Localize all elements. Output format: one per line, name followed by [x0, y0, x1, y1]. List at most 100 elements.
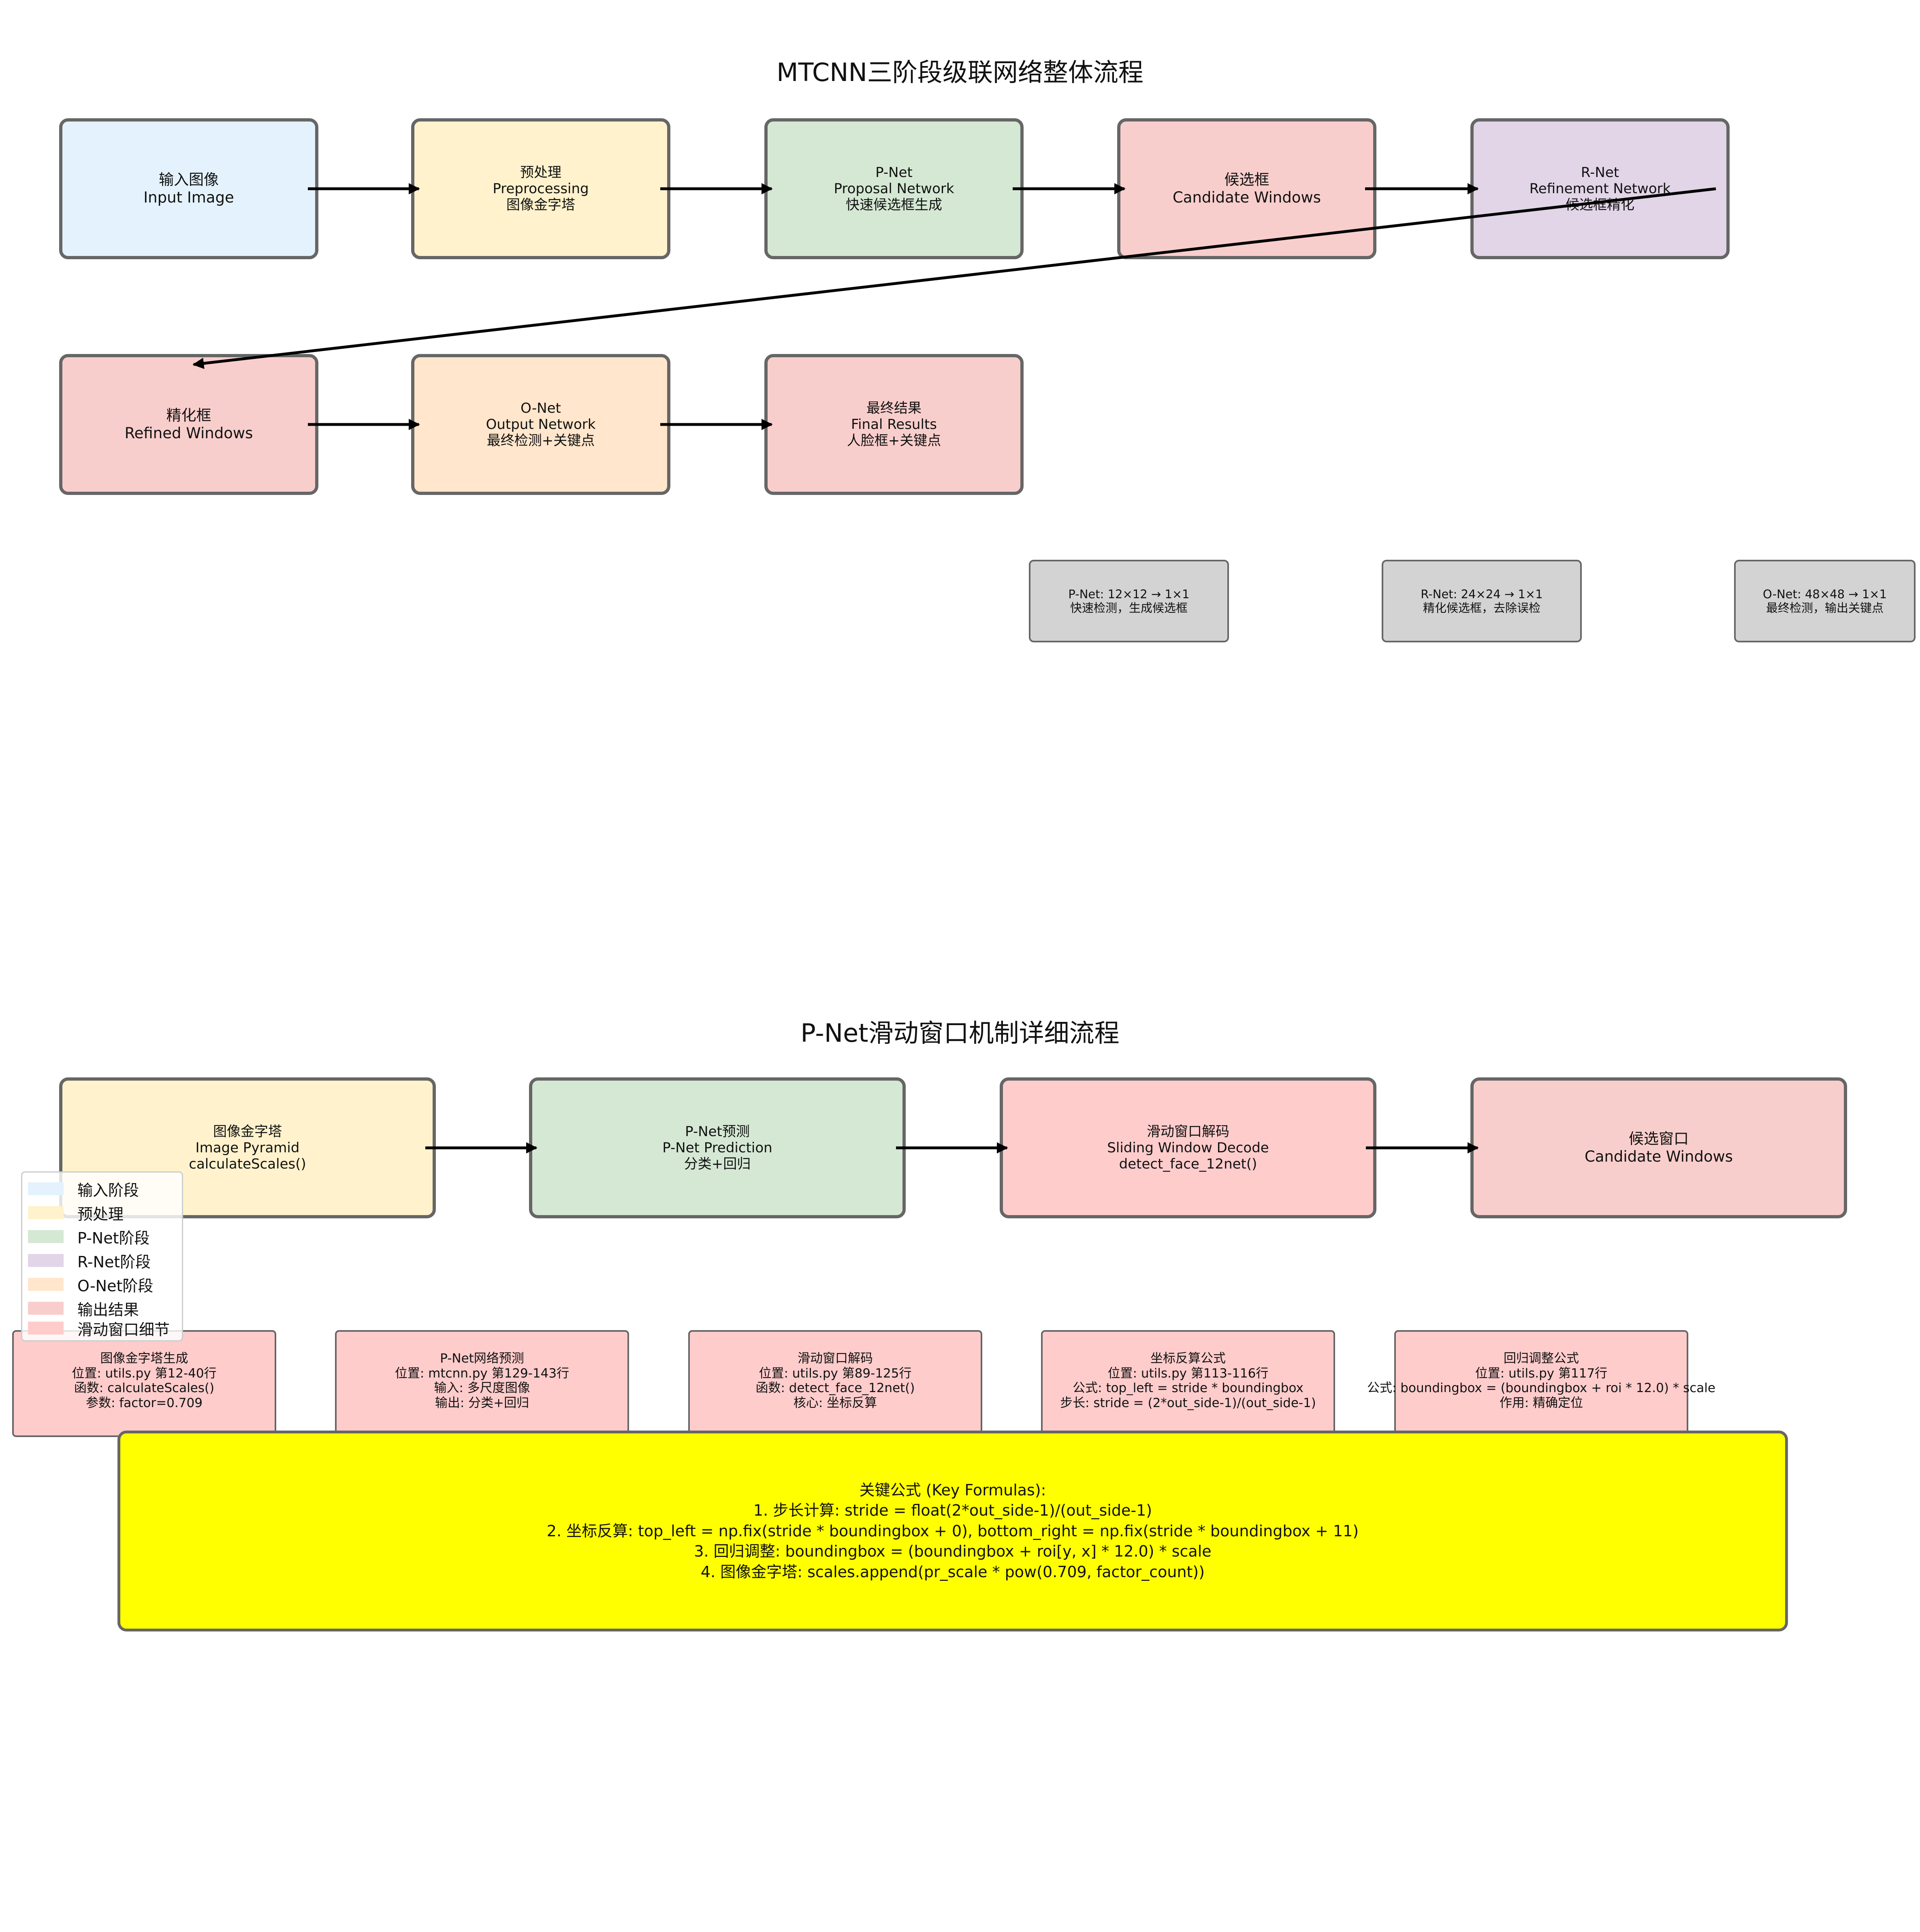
- legend-label: P-Net阶段: [77, 1229, 150, 1247]
- code-note-line: 公式: boundingbox = (boundingbox + roi * 1…: [1367, 1381, 1715, 1396]
- node-line: P-Net预测: [685, 1123, 750, 1140]
- code-note-line: 坐标反算公式: [1150, 1351, 1226, 1366]
- legend-item: R-Net阶段: [28, 1250, 151, 1271]
- diagram1-title: MTCNN三阶段级联网络整体流程: [777, 58, 1143, 87]
- node-line: 分类+回归: [684, 1156, 751, 1173]
- legend-label: 输出结果: [77, 1301, 139, 1319]
- code-note-line: 步长: stride = (2*out_side-1)/(out_side-1): [1060, 1395, 1316, 1410]
- code-note-line: 位置: utils.py 第113-116行: [1107, 1366, 1269, 1381]
- legend: 输入阶段 预处理 P-Net阶段 R-Net阶段 O-Net阶段 输出结果 滑动…: [21, 1171, 183, 1341]
- code-note-line: 滑动窗口解码: [798, 1351, 873, 1366]
- code-note-line: 核心: 坐标反算: [793, 1395, 877, 1410]
- code-note-line: P-Net网络预测: [440, 1351, 524, 1366]
- node-line: O-Net: [521, 400, 561, 416]
- node-image-pyramid: 图像金字塔 Image Pyramid calculateScales(): [59, 1077, 436, 1218]
- stats-pnet: P-Net: 12×12 → 1×1 快速检测，生成候选框: [1029, 560, 1229, 642]
- code-note-line: 回归调整公式: [1504, 1351, 1579, 1366]
- legend-item: 预处理: [28, 1202, 124, 1223]
- legend-label: 输入阶段: [77, 1181, 139, 1199]
- node-line: 输入图像: [159, 171, 219, 189]
- legend-swatch: [28, 1278, 64, 1291]
- code-note-line: 位置: utils.py 第117行: [1475, 1366, 1608, 1381]
- legend-swatch: [28, 1182, 64, 1195]
- node-line: Final Results: [851, 416, 937, 433]
- code-note-line: 位置: utils.py 第12-40行: [72, 1366, 217, 1381]
- node-line: R-Net: [1581, 164, 1619, 181]
- node-final-results: 最终结果 Final Results 人脸框+关键点: [764, 354, 1024, 495]
- node-pnet-prediction: P-Net预测 P-Net Prediction 分类+回归: [529, 1077, 906, 1218]
- node-refined-windows: 精化框 Refined Windows: [59, 354, 318, 495]
- code-note-line: 位置: utils.py 第89-125行: [759, 1366, 912, 1381]
- legend-swatch: [28, 1254, 64, 1267]
- legend-swatch: [28, 1322, 64, 1335]
- formula-line: 1. 步长计算: stride = float(2*out_side-1)/(o…: [753, 1501, 1152, 1520]
- node-line: P-Net Prediction: [662, 1139, 772, 1156]
- legend-label: O-Net阶段: [77, 1277, 154, 1295]
- node-line: calculateScales(): [189, 1156, 306, 1173]
- node-line: Candidate Windows: [1172, 189, 1321, 206]
- stats-line: 精化候选框，去除误检: [1423, 601, 1540, 615]
- legend-label: R-Net阶段: [77, 1253, 151, 1271]
- node-line: 图像金字塔: [506, 197, 575, 213]
- node-rnet: R-Net Refinement Network 候选框精化: [1470, 118, 1730, 259]
- node-line: Candidate Windows: [1584, 1148, 1733, 1165]
- code-note-line: 输出: 分类+回归: [435, 1395, 529, 1410]
- code-note-line: 图像金字塔生成: [100, 1351, 188, 1366]
- node-line: Refinement Network: [1529, 180, 1671, 197]
- node-candidate-windows: 候选框 Candidate Windows: [1117, 118, 1376, 259]
- legend-item: 滑动窗口细节: [28, 1318, 170, 1339]
- formula-line: 3. 回归调整: boundingbox = (boundingbox + ro…: [694, 1542, 1212, 1561]
- legend-item: 输入阶段: [28, 1178, 139, 1199]
- code-note-line: 位置: mtcnn.py 第129-143行: [395, 1366, 570, 1381]
- node-line: 快速候选框生成: [846, 197, 942, 213]
- legend-label: 预处理: [77, 1205, 124, 1223]
- key-formulas-box: 关键公式 (Key Formulas): 1. 步长计算: stride = f…: [117, 1431, 1788, 1631]
- node-input-image: 输入图像 Input Image: [59, 118, 318, 259]
- formula-line: 2. 坐标反算: top_left = np.fix(stride * boun…: [546, 1522, 1359, 1540]
- node-line: Proposal Network: [834, 180, 954, 197]
- node-line: detect_face_12net(): [1119, 1156, 1257, 1173]
- node-line: 图像金字塔: [213, 1123, 282, 1140]
- stats-line: 快速检测，生成候选框: [1070, 601, 1188, 615]
- node-line: Input Image: [143, 189, 234, 206]
- node-line: 预处理: [520, 164, 561, 181]
- legend-item: 输出结果: [28, 1298, 139, 1319]
- stats-line: P-Net: 12×12 → 1×1: [1068, 587, 1190, 601]
- code-note-line: 输入: 多尺度图像: [434, 1381, 530, 1396]
- node-line: 最终结果: [866, 400, 922, 416]
- node-line: 精化框: [166, 407, 211, 424]
- code-note-coordinate-formula: 坐标反算公式 位置: utils.py 第113-116行 公式: top_le…: [1041, 1330, 1335, 1437]
- stats-line: R-Net: 24×24 → 1×1: [1421, 587, 1543, 601]
- formula-line: 4. 图像金字塔: scales.append(pr_scale * pow(0…: [700, 1563, 1205, 1581]
- stats-line: 最终检测，输出关键点: [1766, 601, 1884, 615]
- node-line: 滑动窗口解码: [1147, 1123, 1229, 1140]
- node-line: Image Pyramid: [195, 1139, 300, 1156]
- node-line: Sliding Window Decode: [1107, 1139, 1269, 1156]
- legend-swatch: [28, 1230, 64, 1243]
- formula-line: 关键公式 (Key Formulas):: [859, 1481, 1046, 1499]
- legend-label: 滑动窗口细节: [77, 1320, 170, 1339]
- node-line: Output Network: [486, 416, 596, 433]
- node-line: 候选框: [1224, 171, 1269, 189]
- node-pnet: P-Net Proposal Network 快速候选框生成: [764, 118, 1024, 259]
- code-note-line: 作用: 精确定位: [1499, 1395, 1583, 1410]
- stats-rnet: R-Net: 24×24 → 1×1 精化候选框，去除误检: [1382, 560, 1582, 642]
- node-line: P-Net: [875, 164, 913, 181]
- legend-swatch: [28, 1206, 64, 1219]
- node-line: Preprocessing: [493, 180, 589, 197]
- diagram2-title: P-Net滑动窗口机制详细流程: [800, 1018, 1120, 1048]
- code-note-line: 公式: top_left = stride * boundingbox: [1073, 1381, 1303, 1396]
- node-onet: O-Net Output Network 最终检测+关键点: [411, 354, 670, 495]
- legend-item: O-Net阶段: [28, 1274, 153, 1295]
- code-note-image-pyramid: 图像金字塔生成 位置: utils.py 第12-40行 函数: calcula…: [12, 1330, 276, 1437]
- stats-onet: O-Net: 48×48 → 1×1 最终检测，输出关键点: [1734, 560, 1916, 642]
- code-note-sliding-window: 滑动窗口解码 位置: utils.py 第89-125行 函数: detect_…: [688, 1330, 982, 1437]
- legend-swatch: [28, 1302, 64, 1315]
- node-line: 最终检测+关键点: [486, 433, 595, 449]
- node-line: 候选窗口: [1629, 1130, 1689, 1148]
- code-note-line: 函数: detect_face_12net(): [755, 1381, 915, 1396]
- code-note-line: 函数: calculateScales(): [74, 1381, 215, 1396]
- node-candidate-windows-2: 候选窗口 Candidate Windows: [1470, 1077, 1847, 1218]
- legend-item: P-Net阶段: [28, 1226, 150, 1247]
